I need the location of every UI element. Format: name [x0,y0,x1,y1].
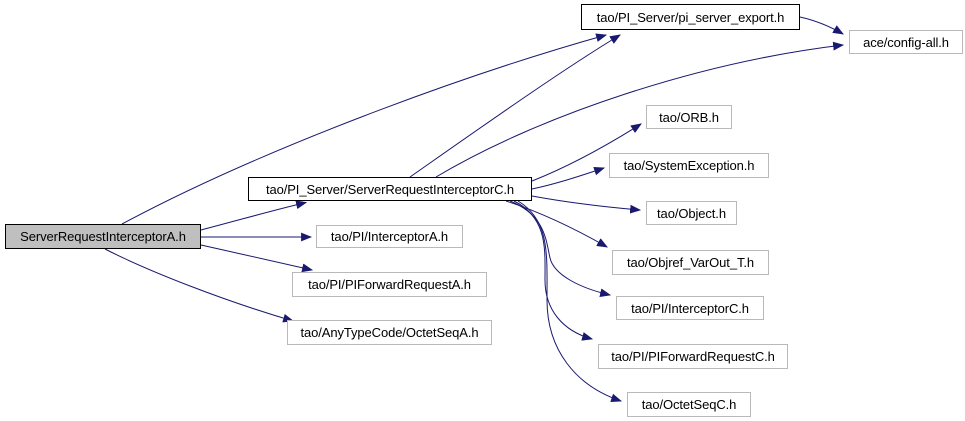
node-tao-systemexception: tao/SystemException.h [609,153,769,178]
edge-serverrequestinterceptorc-to-object [531,195,642,214]
edge-serverrequestinterceptorc-to-octetseqc [517,200,623,403]
node-tao-pi-interceptorc: tao/PI/InterceptorC.h [616,296,764,320]
node-tao-object: tao/Object.h [646,201,737,225]
edge-serverrequestinterceptorc-to-interceptorc [509,200,612,298]
edge-serverrequestinterceptorc-to-ace-config-all [435,41,845,178]
edge-pi-server-export-to-ace-config-all [799,16,844,35]
node-tao-pi-piforwardrequestc: tao/PI/PIForwardRequestC.h [598,344,788,369]
edge-root-to-pi-server-export [121,33,608,225]
node-pi-server-export[interactable]: tao/PI_Server/pi_server_export.h [581,4,800,30]
node-tao-pi-interceptora: tao/PI/InterceptorA.h [316,225,463,248]
node-tao-octetseqc: tao/OctetSeqC.h [627,392,751,417]
node-tao-objref-varout-t: tao/Objref_VarOut_T.h [612,250,769,275]
edge-serverrequestinterceptorc-to-systemexception [531,166,606,190]
node-tao-orb: tao/ORB.h [646,105,732,129]
edge-root-to-piforwardrequesta [200,244,314,273]
node-ace-config-all: ace/config-all.h [849,30,963,54]
edge-serverrequestinterceptorc-to-objref-varout-t [505,200,608,248]
edge-serverrequestinterceptorc-to-pi-server-export [409,34,621,178]
edge-root-to-serverrequestinterceptorc [200,200,308,231]
edge-serverrequestinterceptorc-to-piforwardrequestc [513,200,594,341]
node-tao-anytypecode-octetseqa: tao/AnyTypeCode/OctetSeqA.h [287,320,492,345]
node-serverrequestinterceptora: ServerRequestInterceptorA.h [5,224,201,249]
edge-root-to-octetseqa [104,248,295,323]
node-tao-pi-piforwardrequesta: tao/PI/PIForwardRequestA.h [292,272,487,297]
edge-serverrequestinterceptorc-to-orb [531,123,642,182]
node-serverrequestinterceptorc[interactable]: tao/PI_Server/ServerRequestInterceptorC.… [248,177,532,201]
